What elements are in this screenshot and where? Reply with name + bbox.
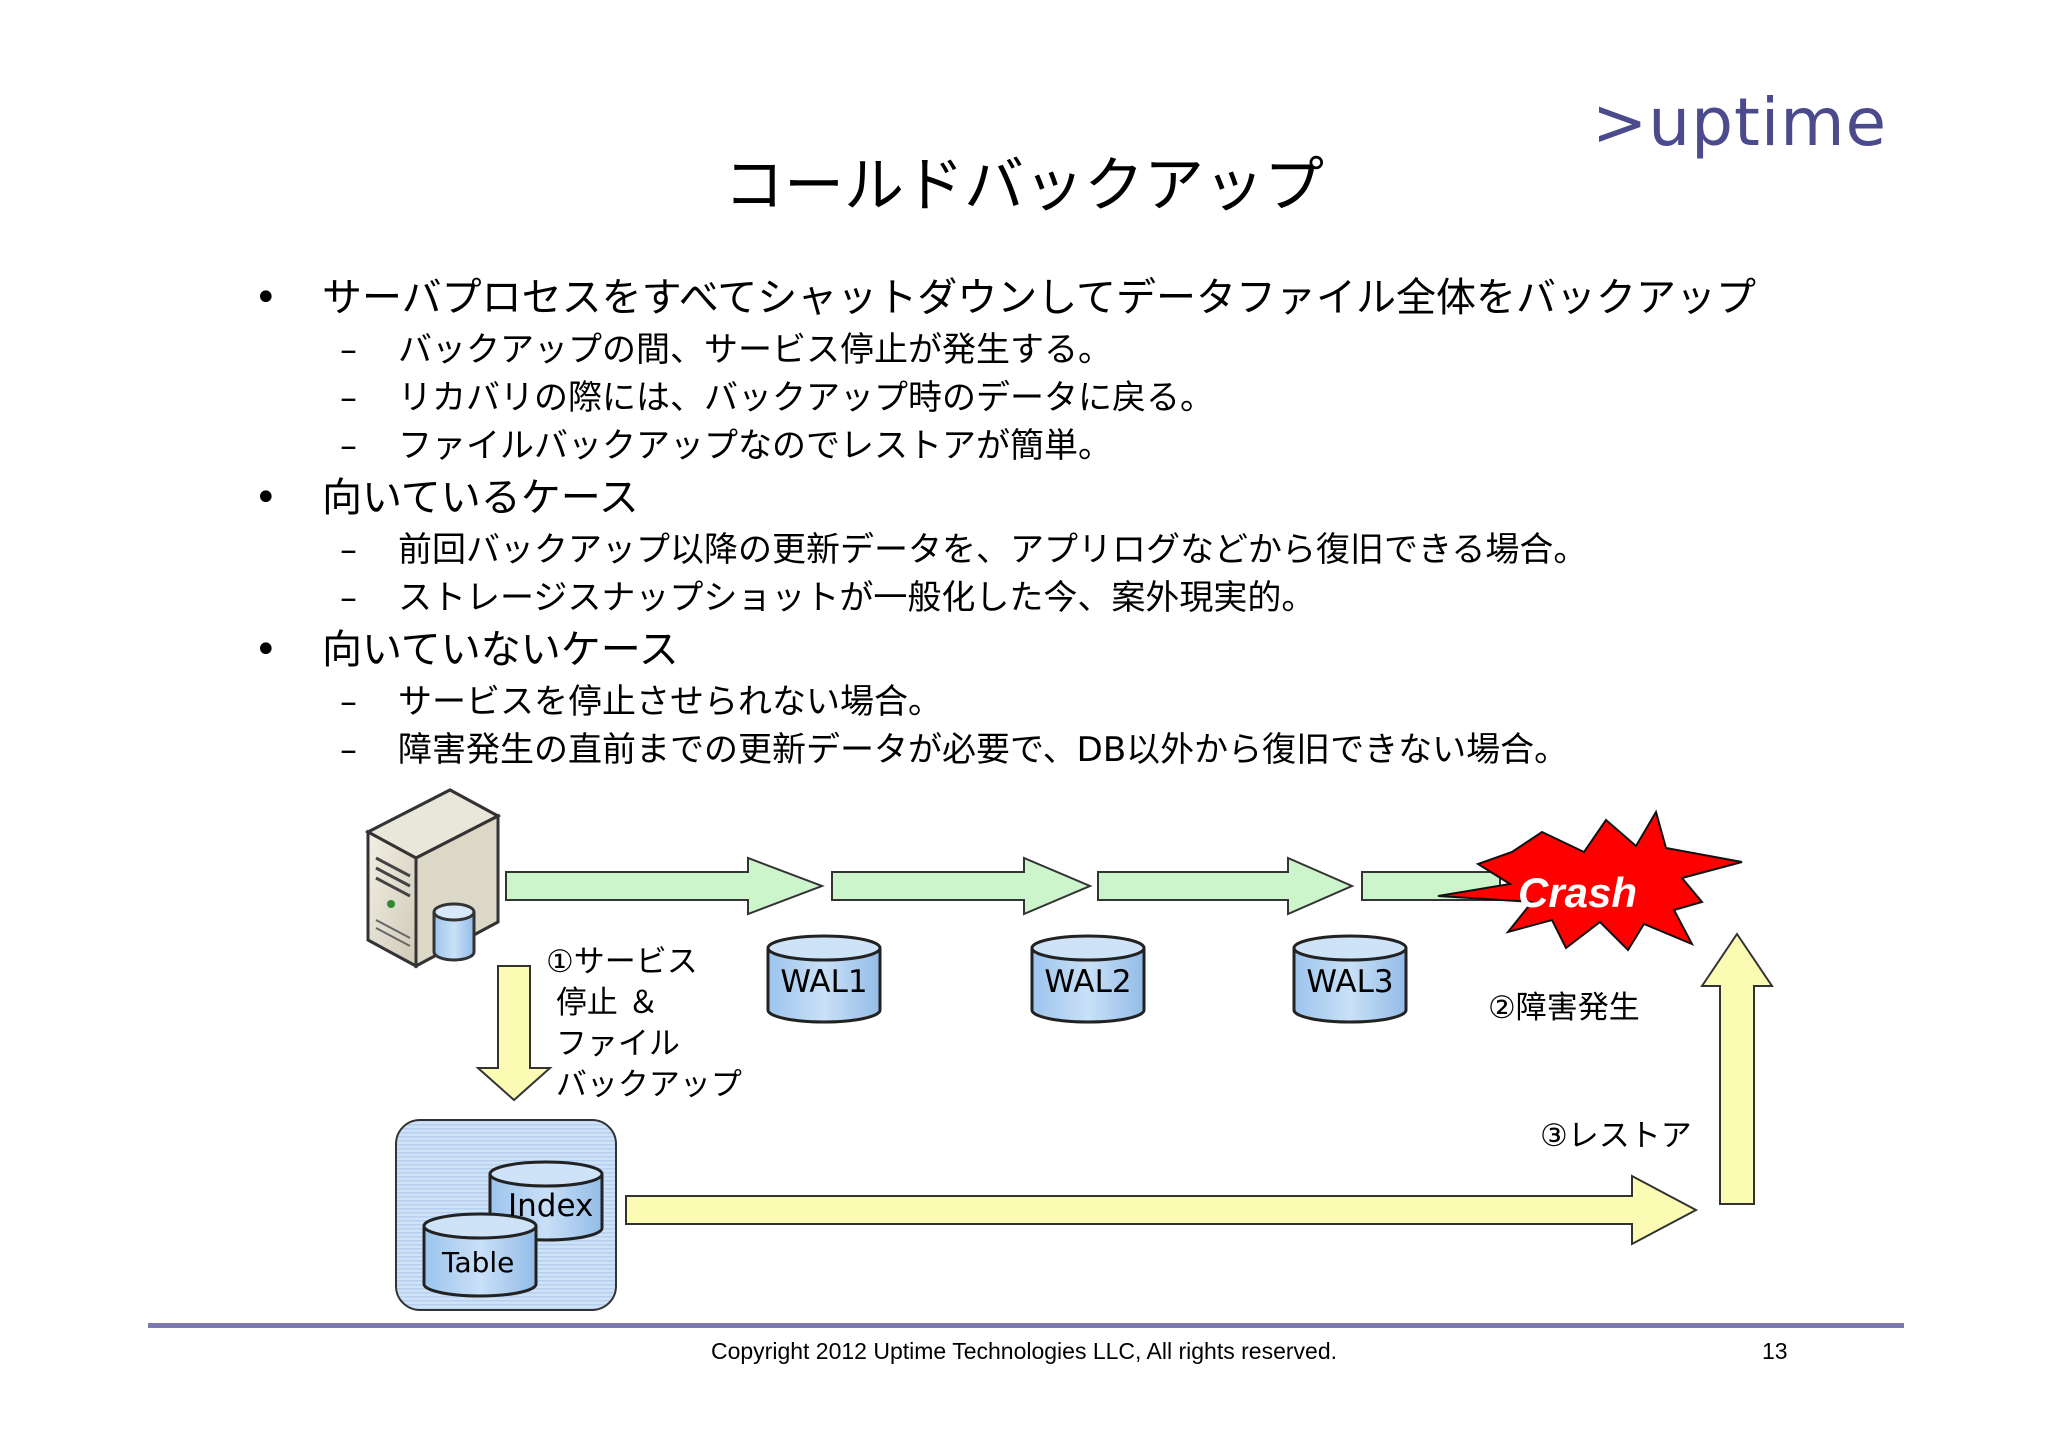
sub-list: – 前回バックアップ以降の更新データを、アプリログなどから復旧できる場合。 – スト… bbox=[248, 526, 1848, 622]
sub-item: – サービスを停止させられない場合。 bbox=[248, 678, 1848, 726]
sub-list: – バックアップの間、サービス停止が発生する。 – リカバリの際には、バックアップ時… bbox=[248, 326, 1848, 470]
table-cylinder bbox=[422, 1212, 538, 1298]
sub-item: – 障害発生の直前までの更新データが必要で、DB以外から復旧できない場合。 bbox=[248, 726, 1848, 774]
restore-right-arrow bbox=[625, 1174, 1699, 1246]
step2-label: ②障害発生 bbox=[1488, 990, 1640, 1026]
sub-text: サービスを停止させられない場合。 bbox=[398, 682, 942, 722]
copyright-text: Copyright 2012 Uptime Technologies LLC, … bbox=[710, 1338, 1338, 1364]
sub-list: – サービスを停止させられない場合。 – 障害発生の直前までの更新データが必要で、D… bbox=[248, 678, 1848, 774]
backup-down-arrow bbox=[475, 965, 553, 1102]
restore-up-arrow bbox=[1700, 932, 1774, 1205]
footer-divider bbox=[148, 1323, 1904, 1328]
sub-text: ストレージスナップショットが一般化した今、案外現実的。 bbox=[398, 578, 1316, 618]
sub-marker: – bbox=[340, 378, 357, 418]
wal-arrow-3 bbox=[1097, 856, 1355, 916]
slide-title: コールドバックアップ bbox=[724, 151, 1324, 221]
server-icon bbox=[364, 788, 502, 969]
wal-label-1: WAL1 bbox=[780, 964, 868, 1000]
bullet-text: 向いていないケース bbox=[322, 627, 679, 673]
wal-label-3: WAL3 bbox=[1306, 964, 1394, 1000]
bullet-item: • サーバプロセスをすべてシャットダウンしてデータファイル全体をバックアップ –… bbox=[248, 270, 1848, 470]
sub-marker: – bbox=[340, 578, 357, 618]
sub-item: – リカバリの際には、バックアップ時のデータに戻る。 bbox=[248, 374, 1848, 422]
bullet-text: サーバプロセスをすべてシャットダウンしてデータファイル全体をバックアップ bbox=[322, 275, 1756, 321]
bullet-item: • 向いていないケース – サービスを停止させられない場合。 – 障害発生の直前まで… bbox=[248, 622, 1848, 774]
uptime-logo: >uptime bbox=[1592, 84, 1888, 161]
sub-marker: – bbox=[340, 530, 357, 570]
index-label: Index bbox=[508, 1188, 594, 1224]
sub-text: 障害発生の直前までの更新データが必要で、DB以外から復旧できない場合。 bbox=[398, 730, 1569, 770]
sub-marker: – bbox=[340, 330, 357, 370]
sub-item: – ストレージスナップショットが一般化した今、案外現実的。 bbox=[248, 574, 1848, 622]
wal-cylinder-2 bbox=[1030, 934, 1146, 1024]
bullet-list: • サーバプロセスをすべてシャットダウンしてデータファイル全体をバックアップ –… bbox=[248, 270, 1848, 774]
bullet-text: 向いているケース bbox=[322, 475, 639, 521]
sub-text: リカバリの際には、バックアップ時のデータに戻る。 bbox=[398, 378, 1214, 418]
crash-burst-icon bbox=[1437, 809, 1743, 952]
sub-marker: – bbox=[340, 730, 357, 770]
bullet-item: • 向いているケース – 前回バックアップ以降の更新データを、アプリログなどから復… bbox=[248, 470, 1848, 622]
bullet-marker: • bbox=[254, 275, 278, 321]
sub-text: 前回バックアップ以降の更新データを、アプリログなどから復旧できる場合。 bbox=[398, 530, 1588, 570]
sub-text: バックアップの間、サービス停止が発生する。 bbox=[398, 330, 1112, 370]
wal-label-2: WAL2 bbox=[1044, 964, 1132, 1000]
bullet-marker: • bbox=[254, 627, 278, 673]
bullet-marker: • bbox=[254, 475, 278, 521]
table-label: Table bbox=[442, 1246, 515, 1279]
wal-arrow-2 bbox=[831, 856, 1093, 916]
sub-marker: – bbox=[340, 682, 357, 722]
sub-text: ファイルバックアップなのでレストアが簡単。 bbox=[398, 426, 1112, 466]
page-number: 13 bbox=[1762, 1338, 1788, 1364]
wal-cylinder-1 bbox=[766, 934, 882, 1024]
step3-label: ③レストア bbox=[1540, 1118, 1692, 1154]
wal-arrow-1 bbox=[505, 856, 825, 916]
sub-marker: – bbox=[340, 426, 357, 466]
step1-label: ①サービス 停止 ＆ ファイル バックアップ bbox=[546, 944, 742, 1103]
sub-item: – バックアップの間、サービス停止が発生する。 bbox=[248, 326, 1848, 374]
sub-item: – ファイルバックアップなのでレストアが簡単。 bbox=[248, 422, 1848, 470]
wal-cylinder-3 bbox=[1292, 934, 1408, 1024]
crash-label: Crash bbox=[1518, 869, 1638, 916]
sub-item: – 前回バックアップ以降の更新データを、アプリログなどから復旧できる場合。 bbox=[248, 526, 1848, 574]
